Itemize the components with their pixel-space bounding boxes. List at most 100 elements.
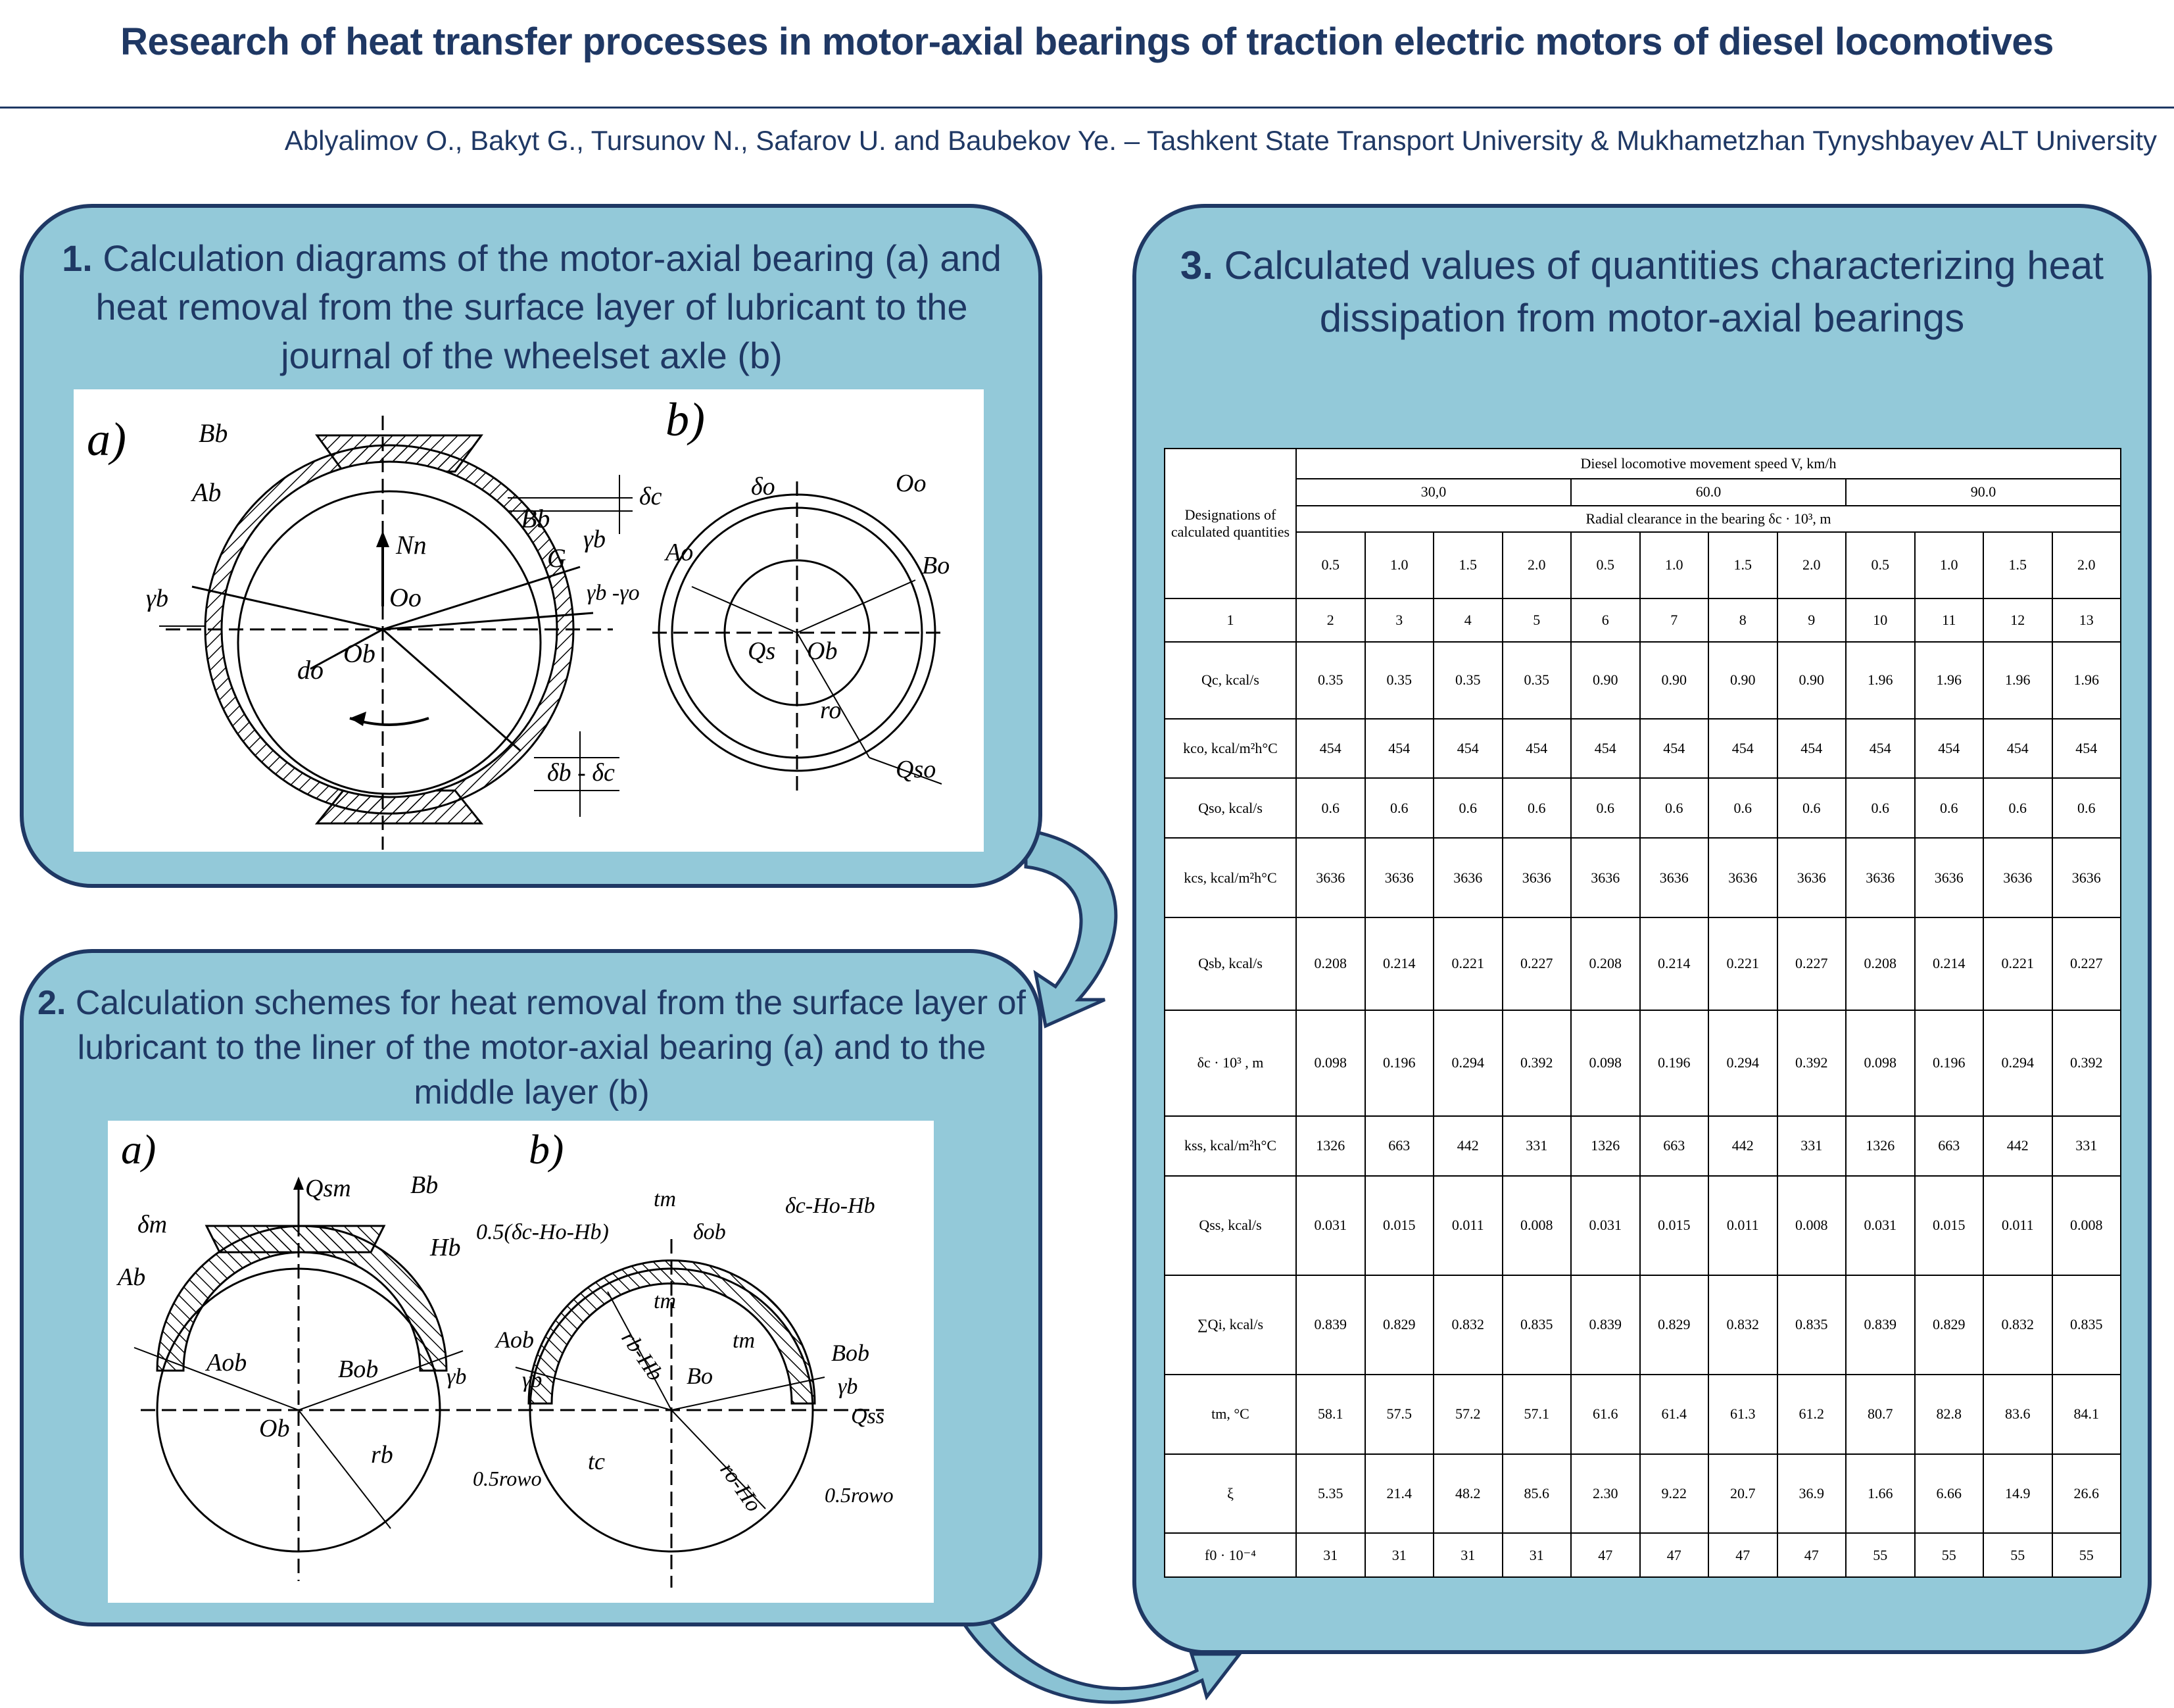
svg-text:Bob: Bob — [338, 1355, 378, 1383]
table-cell: 3636 — [1501, 837, 1572, 918]
table-cell: 55 — [2051, 1532, 2121, 1578]
svg-text:Ab: Ab — [190, 477, 221, 507]
table-cell: 31 — [1501, 1532, 1572, 1578]
column-number: 10 — [1845, 597, 1916, 643]
heat-removal-svg: a) Qsm Bb δm Hb Ab Aob Bob γb Ob rb b) — [116, 1126, 894, 1588]
table-cell: 0.392 — [2051, 1009, 2121, 1117]
svg-text:0.5rowo: 0.5rowo — [825, 1483, 894, 1507]
results-table-body: Designations of calculated quantities Di… — [1164, 447, 2121, 1578]
table-cell: 0.214 — [1364, 916, 1434, 1011]
table-cell: 61.6 — [1570, 1373, 1641, 1455]
svg-text:G: G — [547, 543, 566, 573]
table-cell: 6.66 — [1914, 1453, 1984, 1534]
svg-text:ro: ro — [820, 696, 841, 724]
table-cell: 0.829 — [1914, 1274, 1984, 1375]
table-cell: 442 — [1708, 1115, 1778, 1177]
panel-calculation-diagrams: 1. Calculation diagrams of the motor-axi… — [20, 204, 1042, 888]
svg-text:δb - δc: δb - δc — [547, 759, 615, 787]
column-number: 13 — [2051, 597, 2121, 643]
svg-text:Aob: Aob — [495, 1327, 534, 1353]
table-cell: 57.2 — [1433, 1373, 1503, 1455]
table-cell: 0.227 — [2051, 916, 2121, 1011]
header-speed-value: 90.0 — [1845, 478, 2121, 506]
authors-line: Ablyalimov O., Bakyt G., Tursunov N., Sa… — [284, 125, 2157, 156]
svg-text:rb-Hb: rb-Hb — [616, 1327, 667, 1385]
fig2-label-a: a) — [121, 1126, 156, 1173]
panel3-text: Calculated values of quantities characte… — [1224, 243, 2104, 340]
table-cell: 0.008 — [1776, 1175, 1847, 1276]
table-cell: 47 — [1570, 1532, 1641, 1578]
svg-text:Ob: Ob — [343, 639, 375, 668]
table-cell: 58.1 — [1295, 1373, 1366, 1455]
svg-text:δob: δob — [693, 1220, 726, 1244]
svg-text:Ob: Ob — [807, 637, 837, 665]
table-cell: 0.6 — [1639, 777, 1709, 839]
table-cell: 442 — [1983, 1115, 2053, 1177]
table-cell: 83.6 — [1983, 1373, 2053, 1455]
table-cell: 0.35 — [1364, 641, 1434, 720]
table-cell: 0.90 — [1570, 641, 1641, 720]
table-cell: 0.015 — [1639, 1175, 1709, 1276]
header-clearance-value: 1.0 — [1639, 531, 1709, 599]
svg-text:δm: δm — [137, 1211, 167, 1238]
svg-text:Bo: Bo — [687, 1363, 713, 1389]
svg-text:δo: δo — [751, 473, 775, 500]
table-cell: 55 — [1914, 1532, 1984, 1578]
svg-text:Bb: Bb — [410, 1171, 438, 1199]
column-number: 2 — [1295, 597, 1366, 643]
table-cell: 0.015 — [1914, 1175, 1984, 1276]
header-clearance-value: 0.5 — [1295, 531, 1366, 599]
table-header-row-speeds: 30,0 60.0 90.0 — [1165, 478, 2121, 506]
svg-text:γb: γb — [447, 1365, 466, 1389]
table-cell: 0.227 — [1776, 916, 1847, 1011]
table-cell: 0.031 — [1845, 1175, 1916, 1276]
table-cell: 0.35 — [1433, 641, 1503, 720]
svg-text:γb -γo: γb -γo — [587, 581, 640, 605]
svg-text:tm: tm — [733, 1329, 755, 1353]
header-clearance-value: 2.0 — [1501, 531, 1572, 599]
svg-text:0.5(δc-Ho-Hb): 0.5(δc-Ho-Hb) — [476, 1220, 609, 1244]
fig1-load-arrowhead — [376, 531, 389, 547]
table-cell: 0.221 — [1708, 916, 1778, 1011]
table-cell: 663 — [1364, 1115, 1434, 1177]
table-cell: 3636 — [1708, 837, 1778, 918]
poster-title: Research of heat transfer processes in m… — [120, 20, 2054, 63]
svg-text:0.5rowo: 0.5rowo — [473, 1467, 542, 1490]
row-label: kcs, kcal/m²h°C — [1164, 837, 1297, 918]
table-cell: 454 — [1708, 718, 1778, 779]
row-label: δc · 10³ , m — [1164, 1009, 1297, 1117]
fig1-label-b: b) — [665, 393, 705, 446]
table-cell: 0.008 — [2051, 1175, 2121, 1276]
table-cell: 1.96 — [2051, 641, 2121, 720]
table-cell: 0.6 — [1983, 777, 2053, 839]
table-cell: 3636 — [1433, 837, 1503, 918]
table-cell: 1326 — [1295, 1115, 1366, 1177]
panel-calculated-values: 3. Calculated values of quantities chara… — [1132, 204, 2152, 1654]
svg-text:Qs: Qs — [748, 637, 775, 665]
row-label: Qss, kcal/s — [1164, 1175, 1297, 1276]
table-cell: 0.6 — [1914, 777, 1984, 839]
table-cell: 0.90 — [1776, 641, 1847, 720]
svg-text:Ob: Ob — [259, 1415, 289, 1442]
table-cell: 31 — [1295, 1532, 1366, 1578]
fig2-label-b: b) — [529, 1126, 564, 1173]
table-cell: 14.9 — [1983, 1453, 2053, 1534]
table-header-row-speed: Designations of calculated quantities Di… — [1164, 447, 2121, 599]
table-cell: 1326 — [1570, 1115, 1641, 1177]
table-cell: 0.35 — [1295, 641, 1366, 720]
table-cell: 36.9 — [1776, 1453, 1847, 1534]
header-speed-value: 60.0 — [1570, 478, 1847, 506]
table-cell: 331 — [1501, 1115, 1572, 1177]
table-cell: 0.011 — [1983, 1175, 2053, 1276]
table-cell: 454 — [1295, 718, 1366, 779]
table-cell: 0.829 — [1639, 1274, 1709, 1375]
table-cell: 31 — [1433, 1532, 1503, 1578]
table-cell: 3636 — [2051, 837, 2121, 918]
table-cell: 0.196 — [1364, 1009, 1434, 1117]
column-number: 6 — [1570, 597, 1641, 643]
row-label: Qc, kcal/s — [1164, 641, 1297, 720]
